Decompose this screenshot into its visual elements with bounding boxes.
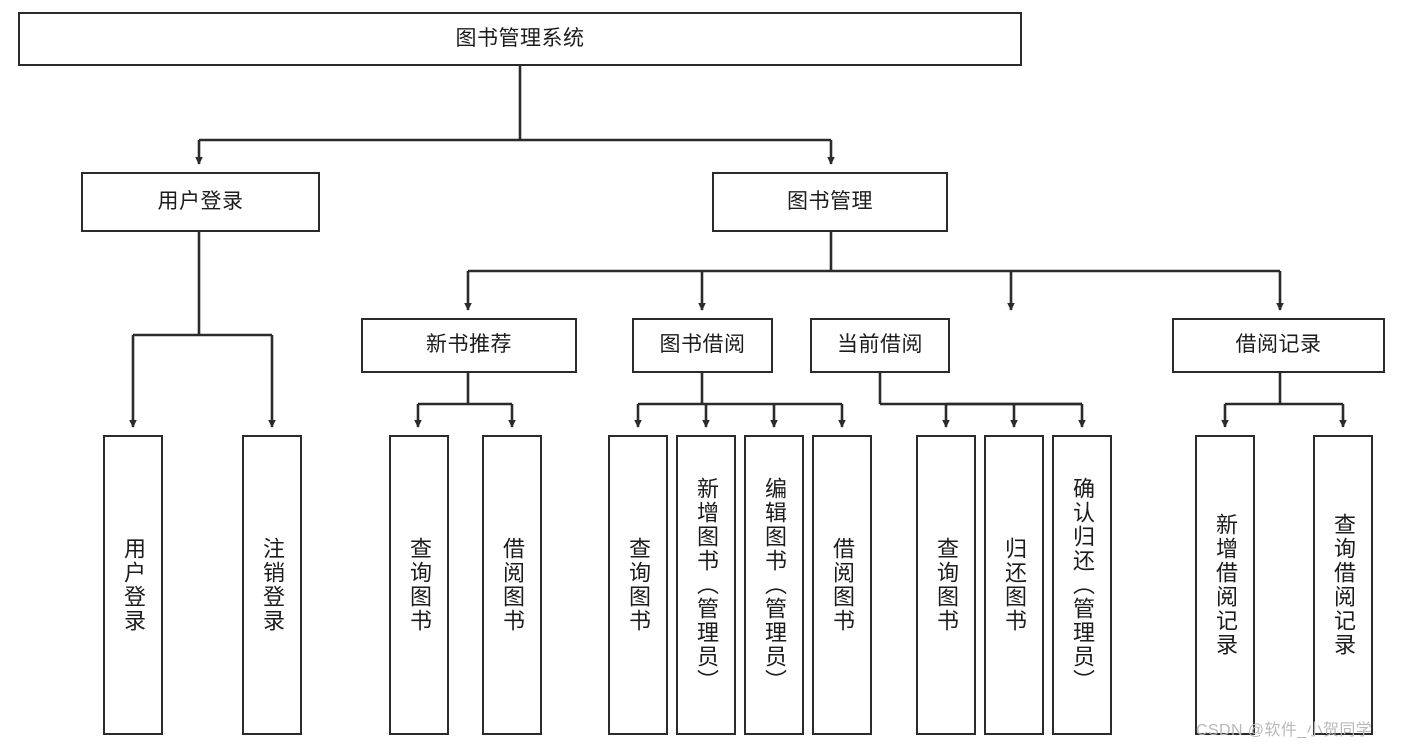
leaf-add-book-admin[interactable]: 新增图书（管理员） [676,435,736,735]
leaf-user-login[interactable]: 用户登录 [103,435,163,735]
leaf-query-book-recommend[interactable]: 查询图书 [389,435,449,735]
node-label: 查询图书 [407,537,432,633]
node-label: 新增图书（管理员） [694,477,719,693]
leaf-return-book[interactable]: 归还图书 [984,435,1044,735]
node-book-borrow[interactable]: 图书借阅 [632,318,773,373]
node-label: 用户登录 [121,537,146,633]
node-user-login[interactable]: 用户登录 [81,172,320,232]
node-label: 图书借阅 [659,333,746,357]
node-label: 编辑图书（管理员） [762,477,787,693]
leaf-edit-book-admin[interactable]: 编辑图书（管理员） [744,435,804,735]
leaf-confirm-return-admin[interactable]: 确认归还（管理员） [1052,435,1112,735]
node-label: 新增借阅记录 [1213,513,1238,657]
node-borrow-record[interactable]: 借阅记录 [1172,318,1385,373]
watermark-text: CSDN @软件_小贺同学 [1196,722,1373,739]
leaf-borrow-book[interactable]: 借阅图书 [812,435,872,735]
node-label: 借阅记录 [1235,333,1322,357]
node-book-management[interactable]: 图书管理 [712,172,948,232]
edge-new-book-recommend-to-leaves [414,373,516,428]
node-label: 查询图书 [626,537,651,633]
leaf-logout[interactable]: 注销登录 [242,435,302,735]
node-label: 新书推荐 [426,333,512,357]
node-label: 借阅图书 [500,537,525,633]
node-label: 查询图书 [934,537,959,633]
edge-user-login-to-leaves [129,232,276,428]
node-label: 当前借阅 [837,333,923,357]
node-label: 图书管理 [787,189,873,213]
node-root-system[interactable]: 图书管理系统 [18,12,1022,66]
edge-root-to-level1 [195,66,835,165]
edge-book-borrow-to-leaves [634,373,846,428]
leaf-query-book-current[interactable]: 查询图书 [916,435,976,735]
leaf-query-borrow-record[interactable]: 查询借阅记录 [1313,435,1373,735]
leaf-query-book-borrow[interactable]: 查询图书 [608,435,668,735]
node-label: 查询借阅记录 [1331,513,1356,657]
node-label: 借阅图书 [830,537,855,633]
node-label: 确认归还（管理员） [1070,477,1095,693]
node-label: 图书管理系统 [455,26,585,50]
node-label: 归还图书 [1002,537,1027,633]
edge-book-management-to-level2 [464,232,1284,311]
edge-borrow-record-to-leaves [1221,373,1347,428]
edge-current-borrow-to-leaves [878,373,1086,428]
node-label: 用户登录 [157,189,244,213]
node-label: 注销登录 [260,537,285,633]
leaf-borrow-book-recommend[interactable]: 借阅图书 [482,435,542,735]
node-current-borrow[interactable]: 当前借阅 [810,318,950,373]
node-new-book-recommend[interactable]: 新书推荐 [361,318,577,373]
leaf-add-borrow-record[interactable]: 新增借阅记录 [1195,435,1255,735]
